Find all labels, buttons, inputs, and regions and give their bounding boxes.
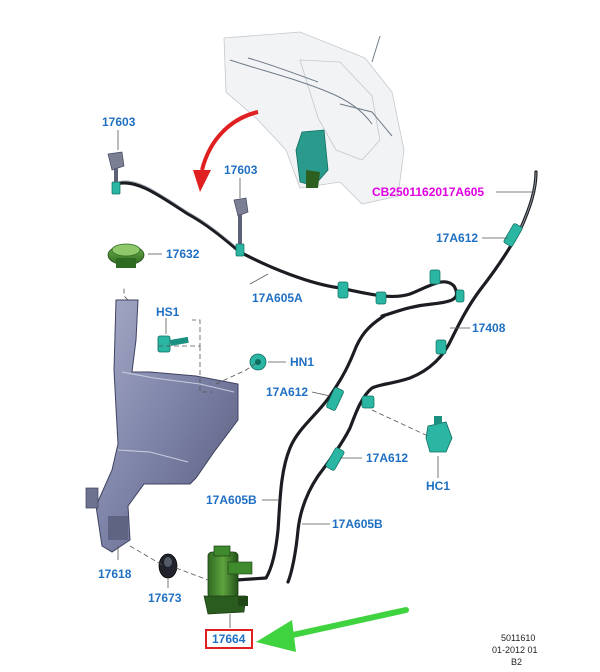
label-17618: 17618 xyxy=(98,567,132,581)
clip-17a605a-3 xyxy=(429,269,441,285)
label-17a605b-left: 17A605B xyxy=(206,493,257,507)
grommet-17673 xyxy=(158,553,178,579)
drawing-code: 5011610 01-2012 01 B2 xyxy=(492,633,538,667)
clip-17a605a-1 xyxy=(337,281,349,299)
label-17a605a: 17A605A xyxy=(252,291,303,305)
reservoir-tank-17618 xyxy=(85,299,239,553)
label-17603-top: 17603 xyxy=(102,115,136,129)
hose-17a605b-left xyxy=(234,314,386,582)
label-17a612-right: 17A612 xyxy=(436,231,478,245)
highlight-box-17664 xyxy=(205,629,253,649)
clip-17a605a-4 xyxy=(455,289,465,303)
hose-17a605a xyxy=(114,180,459,318)
fastener-17603-mid xyxy=(233,197,249,244)
code-line-3: B2 xyxy=(511,657,522,667)
label-17408: 17408 xyxy=(472,321,506,335)
cap-17632 xyxy=(107,243,145,268)
label-hs1: HS1 xyxy=(156,305,180,319)
clip-hc1 xyxy=(425,416,453,453)
clip-17408 xyxy=(435,339,447,355)
label-17664: 17664 xyxy=(212,632,246,646)
hose-connectors xyxy=(111,181,523,471)
label-17673: 17673 xyxy=(148,591,182,605)
label-17a612-mid: 17A612 xyxy=(266,385,308,399)
bolt-hs1 xyxy=(157,335,189,353)
red-curved-arrow xyxy=(193,110,259,192)
label-hn1: HN1 xyxy=(290,355,314,369)
vehicle-context-view xyxy=(223,31,405,205)
fastener-17603-top xyxy=(107,151,125,182)
clip-17a605a-2 xyxy=(375,291,387,305)
hose-17408 xyxy=(286,228,522,584)
code-line-1: 5011610 xyxy=(501,633,535,643)
leader-lines xyxy=(117,130,534,628)
nut-hn1 xyxy=(249,353,267,371)
connector-17a612-right xyxy=(503,223,523,247)
label-17a605b-right: 17A605B xyxy=(332,517,383,531)
connector-17a612-lower xyxy=(325,447,345,471)
green-pointer-arrow xyxy=(256,607,409,652)
label-cb-reference: CB2501162017A605 xyxy=(372,185,484,199)
code-line-2: 01-2012 01 xyxy=(492,645,538,655)
label-17603-mid: 17603 xyxy=(224,163,258,177)
connector-17a612-mid xyxy=(326,387,344,411)
hose-right-feed xyxy=(518,170,538,232)
part-labels: 17603 17603 17632 HS1 HN1 17A605A CB2501… xyxy=(98,115,506,646)
connector-17603-top xyxy=(111,181,121,195)
connector-17603-mid xyxy=(235,243,245,257)
label-hc1: HC1 xyxy=(426,479,450,493)
pump-17664 xyxy=(203,545,253,615)
clip-y-junction xyxy=(361,395,375,409)
label-17632: 17632 xyxy=(166,247,200,261)
label-17a612-lower: 17A612 xyxy=(366,451,408,465)
